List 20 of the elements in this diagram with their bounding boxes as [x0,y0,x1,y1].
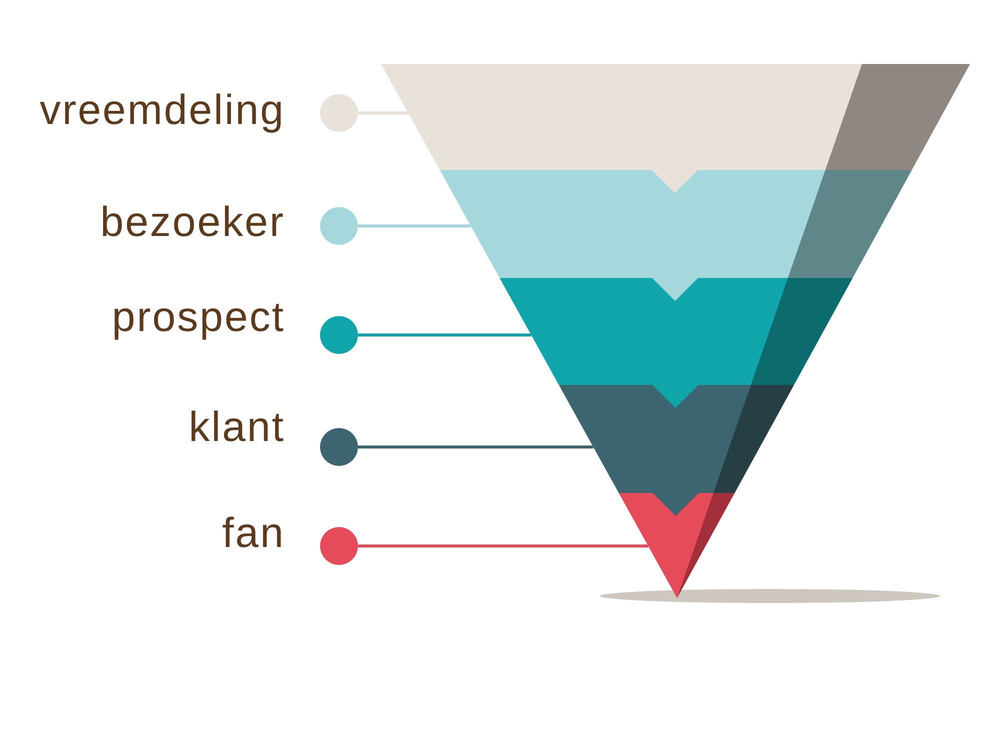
dot-icon [320,316,358,354]
stage-label: bezoeker [100,201,285,243]
dot-icon [320,207,358,245]
dot-icon [320,94,358,132]
stage-label: fan [222,512,285,554]
funnel-band [381,64,970,193]
dot-icon [320,527,358,565]
funnel-band [558,385,794,516]
stage-label: prospect [112,296,285,338]
stage-label: vreemdeling [40,89,285,131]
funnel-band [440,170,912,301]
stage-label: klant [188,406,285,448]
dot-icon [320,428,358,466]
funnel-tip [618,493,735,598]
leader-line [358,446,594,448]
leader-line [358,224,471,228]
leader-line [358,112,408,114]
funnel-band [500,278,853,408]
leader-line [358,334,532,336]
leader-line [358,544,648,548]
